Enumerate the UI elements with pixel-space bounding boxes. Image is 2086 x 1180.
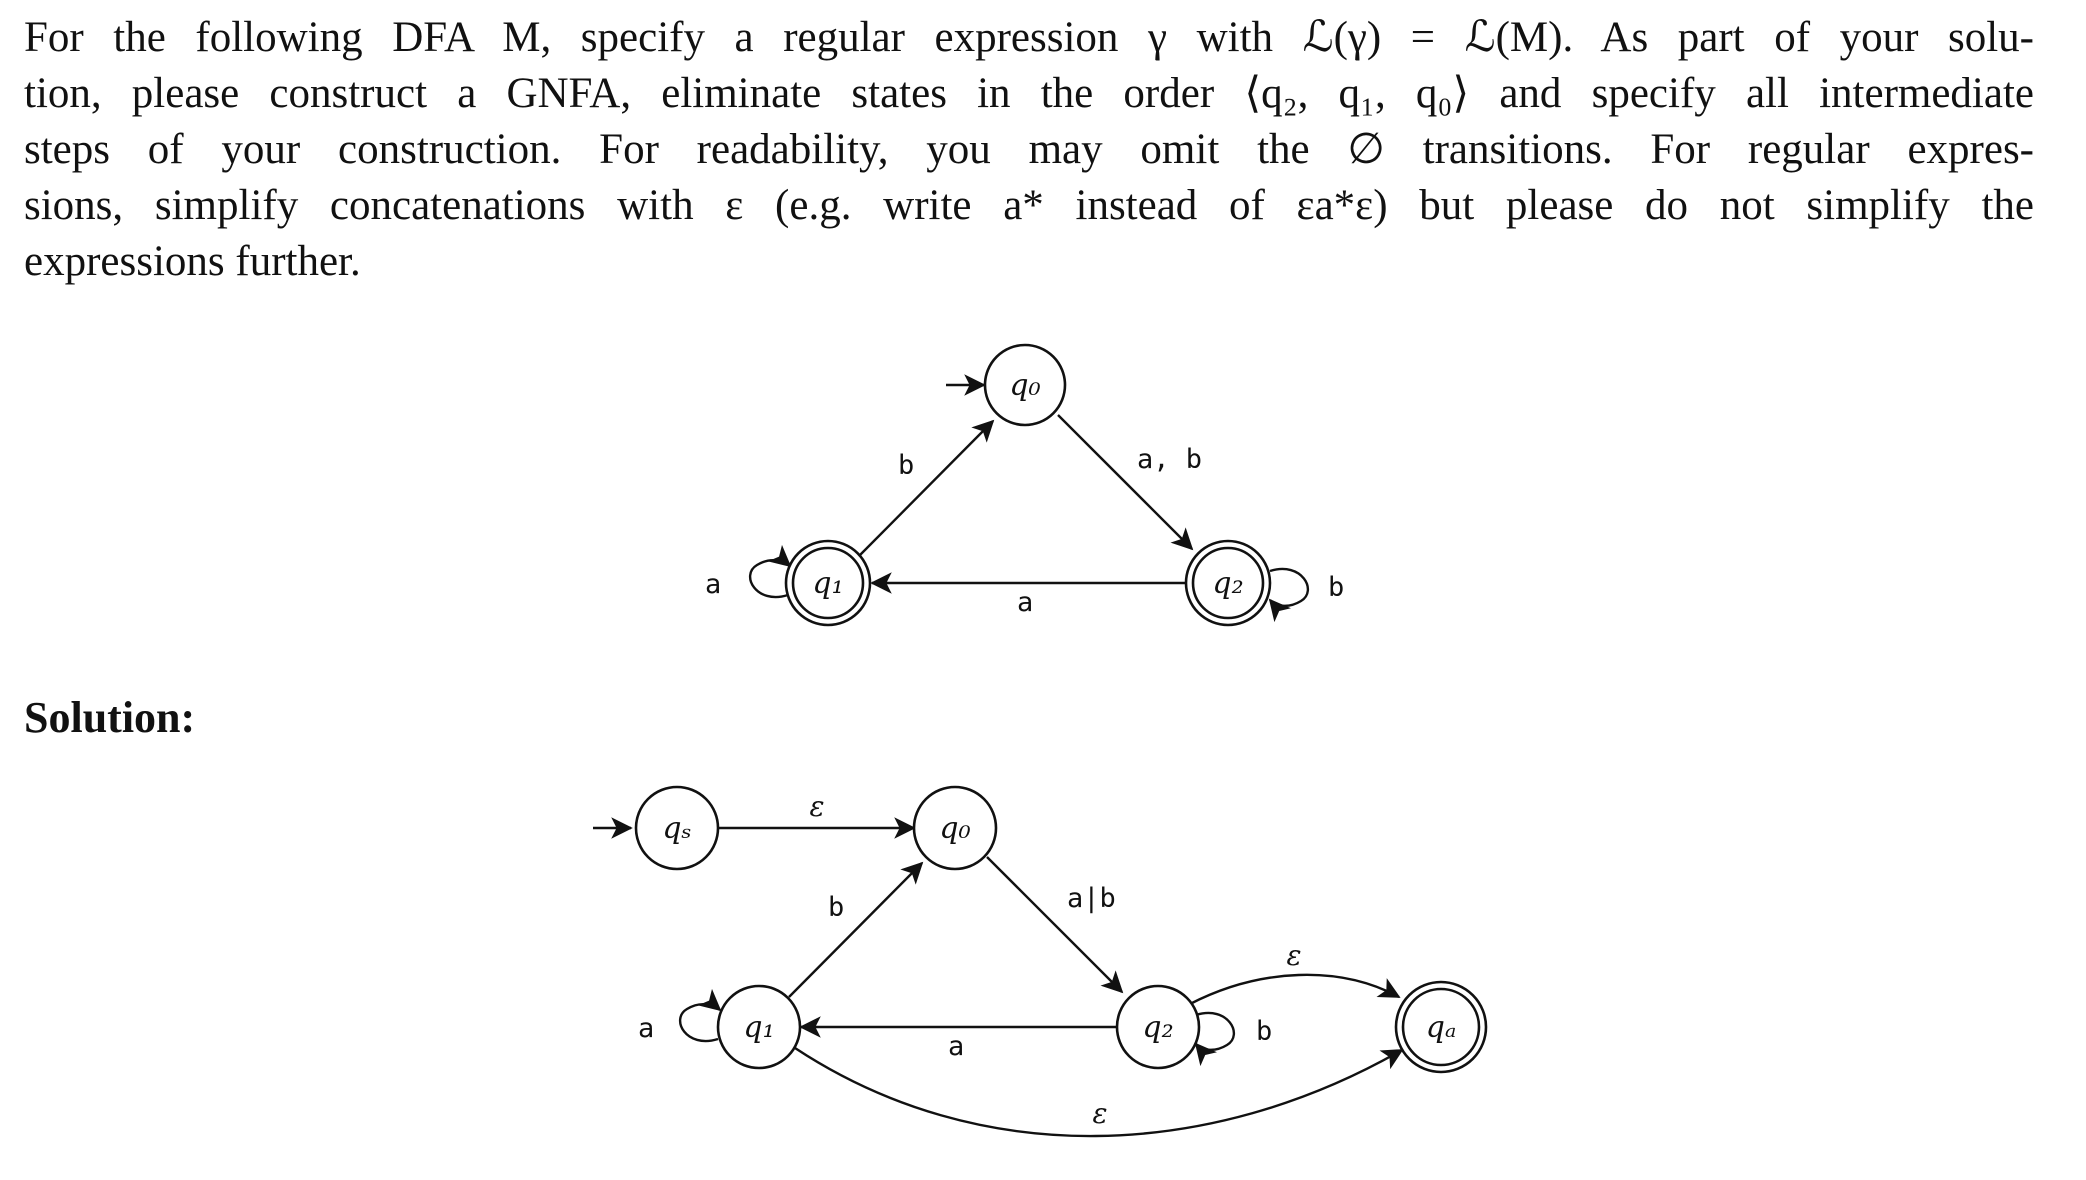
gnfa-label-q0-q2: a|b <box>1067 883 1116 914</box>
gnfa-state-q1-label: q₁ <box>743 1010 774 1045</box>
gnfa-label-q2-loop: b <box>1256 1016 1272 1047</box>
gnfa-label-q2-q1: a <box>948 1031 964 1062</box>
dfa-state-q1: q₁ <box>784 539 872 627</box>
gnfa-label-q1-qa: ε <box>1092 1097 1107 1130</box>
dfa-label-q1-q0: b <box>898 450 914 481</box>
gnfa-loop-q2 <box>1194 1011 1236 1067</box>
dfa-state-q2: q₂ <box>1184 539 1272 627</box>
gnfa-state-qa: qₐ <box>1394 980 1488 1074</box>
gnfa-state-qs: qₛ <box>634 785 720 871</box>
problem-line-2: tion, please construct a GNFA, eliminate… <box>24 70 2034 117</box>
dfa-label-q2-loop: b <box>1328 572 1344 603</box>
dfa-loop-q2 <box>1268 567 1310 623</box>
gnfa-state-qa-label: qₐ <box>1426 1010 1456 1045</box>
dfa-edge-q1-q0 <box>859 419 995 556</box>
problem-line-3: steps of your construction. For readabil… <box>24 126 2034 173</box>
gnfa-label-q1-q0: b <box>828 892 844 923</box>
gnfa-edge-q0-q2 <box>986 856 1124 994</box>
gnfa-state-q0: q₀ <box>912 785 998 871</box>
dfa-edge-q0-q2 <box>1057 414 1194 551</box>
dfa-state-q0-label: q₀ <box>1009 368 1040 403</box>
dfa-label-q2-q1: a <box>1017 587 1033 618</box>
problem-line-4: sions, simplify concatenations with ε (e… <box>24 182 2034 229</box>
dfa-state-q0: q₀ <box>983 343 1067 427</box>
gnfa-state-q1: q₁ <box>716 984 802 1070</box>
gnfa-state-qs-label: qₛ <box>662 811 691 846</box>
dfa-label-q0-q2: a, b <box>1137 444 1202 475</box>
dfa-loop-q1 <box>748 544 792 599</box>
dfa-state-q2-label: q₂ <box>1212 566 1243 601</box>
gnfa-loop-q1 <box>678 988 722 1043</box>
problem-line-5: expressions further. <box>24 238 361 285</box>
dfa-state-q1-label: q₁ <box>812 566 843 601</box>
gnfa-state-q2: q₂ <box>1115 984 1201 1070</box>
problem-statement: For the following DFA M, specify a regul… <box>24 10 2034 290</box>
gnfa-label-qs-q0: ε <box>809 790 824 823</box>
gnfa-edge-q2-qa <box>1189 973 1401 1006</box>
dfa-label-q1-loop: a <box>705 569 721 600</box>
problem-line-1: For the following DFA M, specify a regul… <box>24 14 2034 61</box>
gnfa-label-q1-loop: a <box>638 1013 654 1044</box>
gnfa-edge-q1-q0 <box>788 861 924 998</box>
solution-heading: Solution: <box>24 693 196 742</box>
gnfa-edge-q1-qa <box>794 1046 1404 1138</box>
gnfa-label-q2-qa: ε <box>1286 939 1301 972</box>
gnfa-state-q0-label: q₀ <box>939 811 970 846</box>
gnfa-state-q2-label: q₂ <box>1142 1010 1173 1045</box>
